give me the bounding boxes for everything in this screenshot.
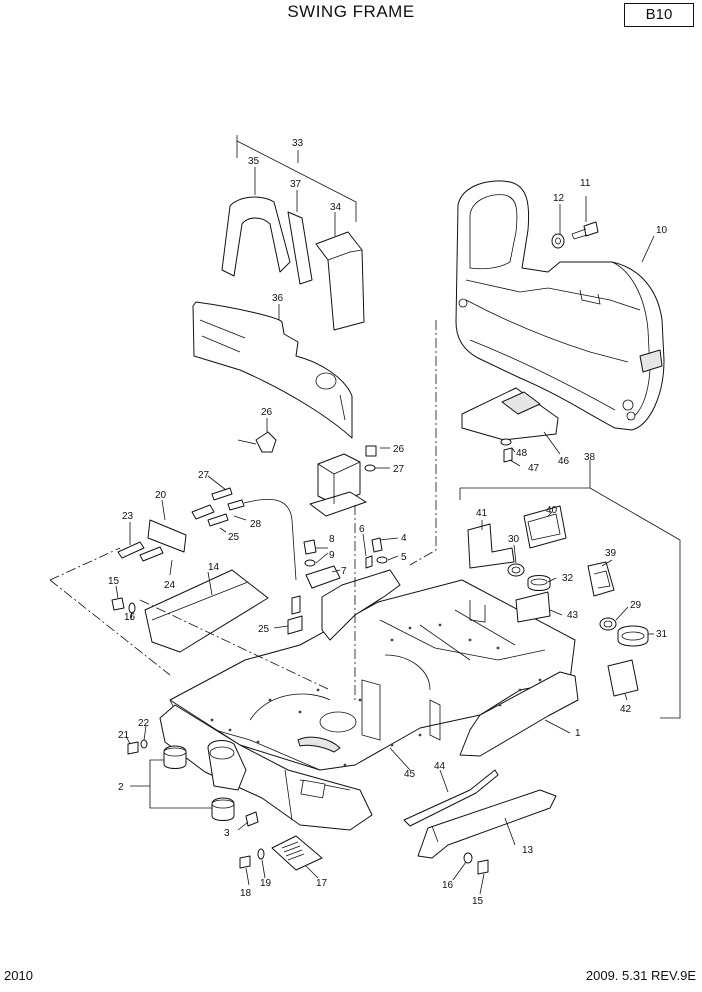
callout-11: 11 xyxy=(580,178,591,189)
callout-46: 46 xyxy=(558,456,570,467)
centerlines xyxy=(49,320,437,700)
callout-32: 32 xyxy=(562,573,574,584)
callout-labels: 33 35 37 34 36 26 26 27 27 20 23 28 25 1… xyxy=(108,138,668,907)
leader-lines xyxy=(115,150,681,895)
callout-21: 21 xyxy=(118,730,130,741)
callout-44: 44 xyxy=(434,761,446,772)
callout-26: 26 xyxy=(261,407,273,418)
callout-48: 48 xyxy=(516,448,528,459)
callout-28: 28 xyxy=(250,519,262,530)
callout-18: 18 xyxy=(240,888,252,899)
callout-39: 39 xyxy=(605,548,617,559)
callout-24: 24 xyxy=(164,580,176,591)
fasteners xyxy=(111,438,513,875)
callout-38: 38 xyxy=(584,452,596,463)
callout-12: 12 xyxy=(553,193,565,204)
callout-25: 25 xyxy=(228,532,240,543)
cover-group xyxy=(221,135,365,331)
callout-17: 17 xyxy=(316,878,328,889)
callout-35: 35 xyxy=(248,156,260,167)
callout-30: 30 xyxy=(508,534,520,545)
callout-13: 13 xyxy=(522,845,534,856)
callout-42: 42 xyxy=(620,704,632,715)
page-title: SWING FRAME xyxy=(287,2,415,21)
footer-revision: 2009. 5.31 REV.9E xyxy=(585,968,696,983)
counterweight-washer xyxy=(551,233,565,249)
bushing-set xyxy=(163,745,235,821)
callout-45: 45 xyxy=(404,769,416,780)
callout-1: 1 xyxy=(575,728,581,739)
page-code-box: B10 xyxy=(624,3,694,27)
callout-40: 40 xyxy=(546,505,558,516)
callout-26: 26 xyxy=(393,444,405,455)
elbow-fitting xyxy=(237,431,277,453)
under-cover xyxy=(403,769,557,859)
callout-7: 7 xyxy=(341,566,347,577)
callout-27: 27 xyxy=(393,464,405,475)
callout-9: 9 xyxy=(329,550,335,561)
callout-2: 2 xyxy=(118,782,124,793)
callout-47: 47 xyxy=(528,463,540,474)
callout-31: 31 xyxy=(656,629,668,640)
callout-41: 41 xyxy=(476,508,488,519)
callout-3: 3 xyxy=(224,828,230,839)
callout-19: 19 xyxy=(260,878,272,889)
callout-10: 10 xyxy=(656,225,668,236)
callout-37: 37 xyxy=(290,179,302,190)
plug xyxy=(287,595,303,635)
access-plate xyxy=(461,387,559,441)
counterweight xyxy=(455,180,665,431)
callout-27: 27 xyxy=(198,470,210,481)
callout-5: 5 xyxy=(401,552,407,563)
footer-page-number: 2010 xyxy=(4,968,33,983)
callout-20: 20 xyxy=(155,490,167,501)
seal-pad-set xyxy=(467,505,649,697)
counterweight-bolt xyxy=(571,221,599,240)
callout-6: 6 xyxy=(359,524,365,535)
bracket xyxy=(305,565,341,589)
fitting-cluster xyxy=(117,487,297,581)
swing-frame xyxy=(159,569,579,831)
callout-23: 23 xyxy=(122,511,134,522)
callout-36: 36 xyxy=(272,293,284,304)
small-cover xyxy=(271,835,323,871)
callout-4: 4 xyxy=(401,533,407,544)
callout-43: 43 xyxy=(567,610,579,621)
callout-16: 16 xyxy=(124,612,136,623)
callout-34: 34 xyxy=(330,202,342,213)
callout-16: 16 xyxy=(442,880,454,891)
callout-25: 25 xyxy=(258,624,270,635)
valve-block xyxy=(309,453,367,517)
callout-22: 22 xyxy=(138,718,150,729)
callout-15: 15 xyxy=(472,896,484,907)
cover-plate xyxy=(192,301,353,439)
callout-33: 33 xyxy=(292,138,304,149)
callout-15: 15 xyxy=(108,576,120,587)
callout-8: 8 xyxy=(329,534,335,545)
callout-29: 29 xyxy=(630,600,642,611)
callout-14: 14 xyxy=(208,562,220,573)
